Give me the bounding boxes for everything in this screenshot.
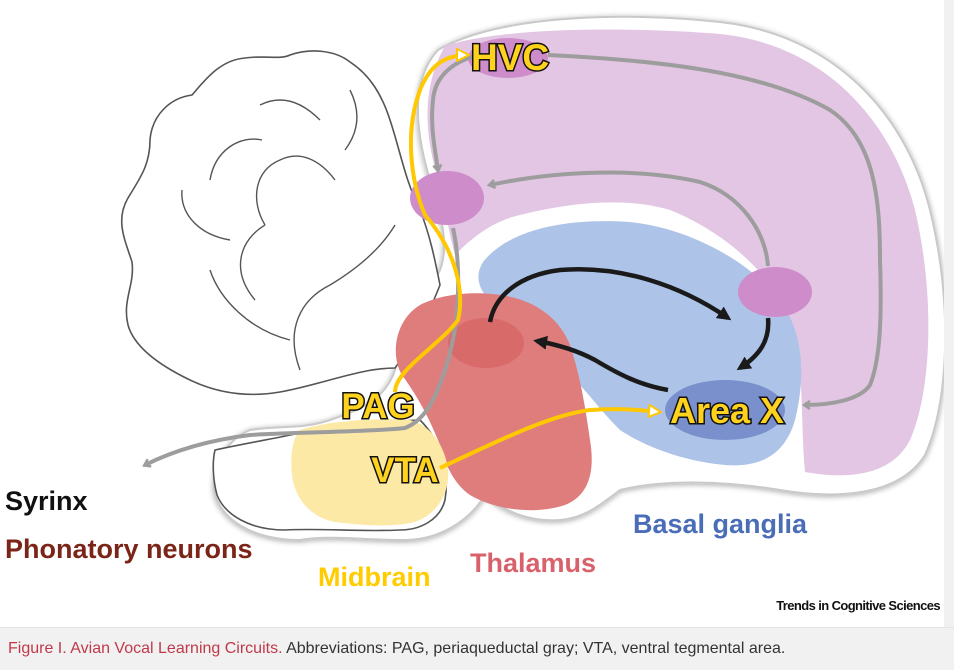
- basal-ganglia-label: Basal ganglia: [633, 509, 808, 539]
- hvc-to-area-x-pathway: [547, 53, 883, 405]
- area-x-nucleus: [665, 380, 785, 440]
- caption-text: Abbreviations: PAG, periaqueductal gray;…: [286, 640, 786, 657]
- ra-nucleus: [410, 171, 484, 225]
- figure-caption: Figure I. Avian Vocal Learning Circuits.…: [8, 640, 785, 658]
- syrinx-label: Syrinx: [5, 486, 88, 516]
- brain-diagram: HVC PAG VTA Area X Syrinx Phonatory neur…: [5, 15, 947, 592]
- dlm-to-lman-pathway: [487, 267, 732, 323]
- journal-credit: Trends in Cognitive Sciences: [776, 598, 940, 613]
- area-x-label: Area X: [670, 390, 784, 431]
- lman-to-area-x-pathway: [736, 317, 771, 371]
- thalamus-label: Thalamus: [470, 548, 596, 578]
- caption-bar: Figure I. Avian Vocal Learning Circuits.…: [0, 627, 954, 670]
- lman-nucleus: [738, 267, 812, 317]
- pag-to-hvc-pathway: [393, 55, 468, 393]
- pallium-region: [427, 29, 929, 476]
- lman-to-ra-pathway: [490, 170, 770, 267]
- caption-title: Figure I. Avian Vocal Learning Circuits.: [8, 640, 283, 657]
- cerebellum-outline: [120, 50, 441, 396]
- midbrain-label: Midbrain: [318, 562, 431, 592]
- side-strip: [944, 0, 954, 627]
- vta-label: VTA: [371, 451, 438, 490]
- midbrain-region: [291, 419, 449, 526]
- dlm-nucleus: [448, 318, 524, 368]
- cerebellum-folia: [181, 89, 396, 371]
- vta-to-area-x-pathway: [439, 409, 660, 470]
- hvc-to-ra-pathway: [430, 53, 481, 170]
- hvc-nucleus: [468, 38, 548, 78]
- hvc-label: HVC: [471, 37, 549, 78]
- pag-label: PAG: [341, 387, 414, 426]
- phonatory-neurons-label: Phonatory neurons: [5, 534, 253, 564]
- area-x-to-dlm-pathway: [533, 335, 669, 393]
- ra-descending-pathway: [145, 227, 461, 465]
